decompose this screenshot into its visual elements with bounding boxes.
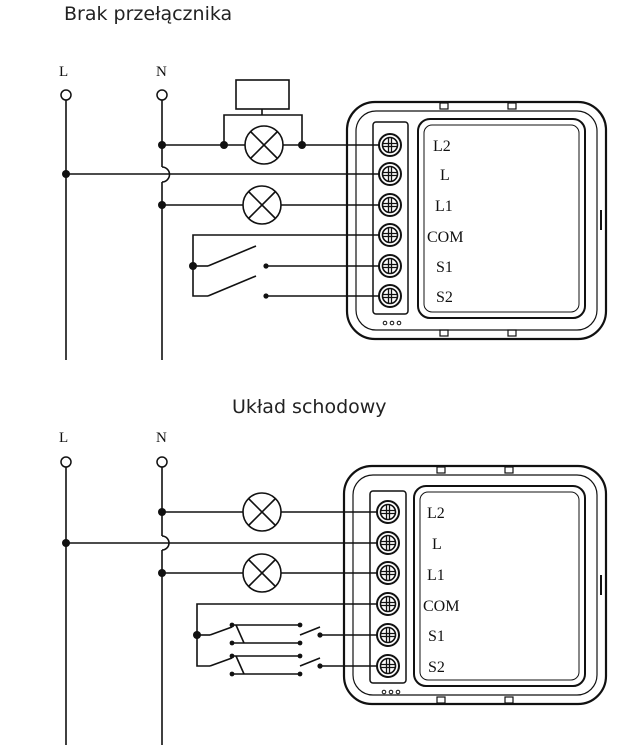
terminal-screw-icon: [376, 561, 400, 585]
junction-dot: [189, 262, 197, 270]
terminal-screw-icon: [378, 133, 402, 157]
supply-label-l: L: [59, 64, 68, 80]
junction-dot: [158, 201, 166, 209]
terminal-screws: [378, 133, 402, 308]
terminal-label-com: COM: [423, 598, 459, 615]
relay-module: [342, 464, 608, 706]
supply-label-l: L: [59, 430, 68, 446]
bypass-wire: [223, 114, 303, 145]
terminal-screw-icon: [378, 254, 402, 278]
terminal-screws: [376, 500, 400, 678]
lamp-icon: [242, 492, 282, 532]
terminal-screw-icon: [378, 284, 402, 308]
terminal-label-s1: S1: [428, 628, 445, 645]
switch-contact-icon: [207, 245, 257, 267]
lamp-icon: [242, 185, 282, 225]
junction-dot: [158, 569, 166, 577]
junction-dot: [193, 631, 201, 639]
supply-label-n: N: [156, 430, 167, 446]
diagram-title: Brak przełącznika: [64, 3, 232, 25]
bypass-module-icon: [235, 79, 290, 110]
diagram-title: Układ schodowy: [232, 396, 387, 418]
terminal-label-com: COM: [427, 229, 463, 246]
supply-terminal-n: [156, 456, 168, 468]
terminal-screw-icon: [376, 654, 400, 678]
terminal-screw-icon: [376, 623, 400, 647]
terminal-label-l1: L1: [435, 198, 453, 215]
terminal-screw-icon: [376, 531, 400, 555]
junction-dot: [62, 539, 70, 547]
supply-terminal-l: [60, 89, 72, 101]
supply-terminal-l: [60, 456, 72, 468]
lamp-icon: [244, 125, 284, 165]
junction-dot: [158, 141, 166, 149]
switch-contacts-icon: [209, 622, 323, 677]
diagram-no-switch: Brak przełącznika L N: [59, 3, 608, 360]
terminal-screw-icon: [378, 223, 402, 247]
terminal-label-l2: L2: [433, 138, 451, 155]
terminal-labels: L2 L L1 COM S1 S2: [423, 505, 459, 676]
terminal-label-s2: S2: [436, 289, 453, 306]
supply-label-n: N: [156, 64, 167, 80]
terminal-label-l: L: [432, 536, 442, 553]
diagram-staircase: Układ schodowy L N: [59, 396, 608, 745]
junction-dot: [62, 170, 70, 178]
terminal-label-l2: L2: [427, 505, 445, 522]
terminal-screw-icon: [378, 162, 402, 186]
terminal-screw-icon: [376, 592, 400, 616]
terminal-labels: L2 L L1 COM S1 S2: [427, 138, 463, 306]
junction-dot: [158, 508, 166, 516]
terminal-label-l1: L1: [427, 567, 445, 584]
supply-terminal-n: [156, 89, 168, 101]
terminal-label-s1: S1: [436, 259, 453, 276]
terminal-screw-icon: [378, 193, 402, 217]
relay-module: [345, 100, 608, 341]
terminal-screw-icon: [376, 500, 400, 524]
lamp-icon: [242, 553, 282, 593]
terminal-label-s2: S2: [428, 659, 445, 676]
terminal-label-l: L: [440, 167, 450, 184]
switch-contact-icon: [207, 275, 257, 297]
